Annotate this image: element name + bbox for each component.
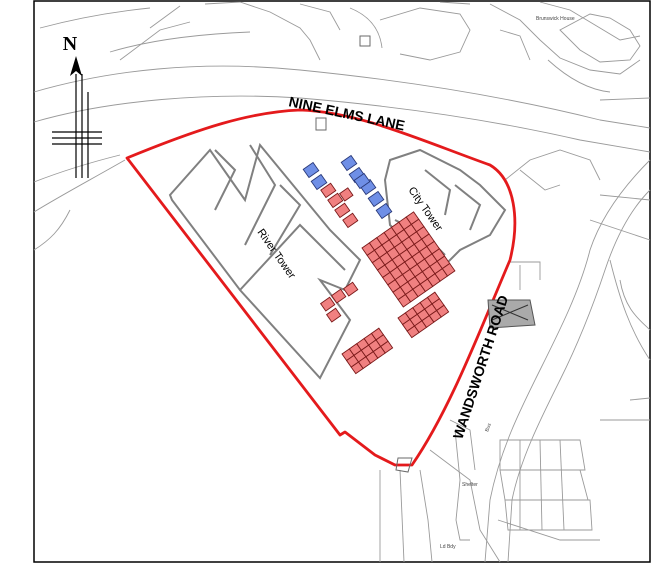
background-streets <box>33 1 651 563</box>
red-units <box>319 182 359 323</box>
label-brunswick-house: Brunswick House <box>536 16 575 22</box>
north-arrow-icon <box>70 56 82 76</box>
context-structures <box>315 35 536 473</box>
north-arrow: N <box>52 33 102 178</box>
label-bus: Bus <box>484 422 493 433</box>
map-border <box>33 0 651 563</box>
label-ld-bdy: Ld Bdy <box>440 544 456 550</box>
north-label: N <box>63 33 78 55</box>
blue-units <box>302 154 393 220</box>
label-shelter: Shelter <box>462 482 478 488</box>
red-unit-grid <box>341 211 456 375</box>
site-boundary <box>125 108 517 467</box>
red-unit <box>441 262 456 277</box>
red-unit <box>436 304 450 318</box>
red-unit <box>380 340 394 354</box>
